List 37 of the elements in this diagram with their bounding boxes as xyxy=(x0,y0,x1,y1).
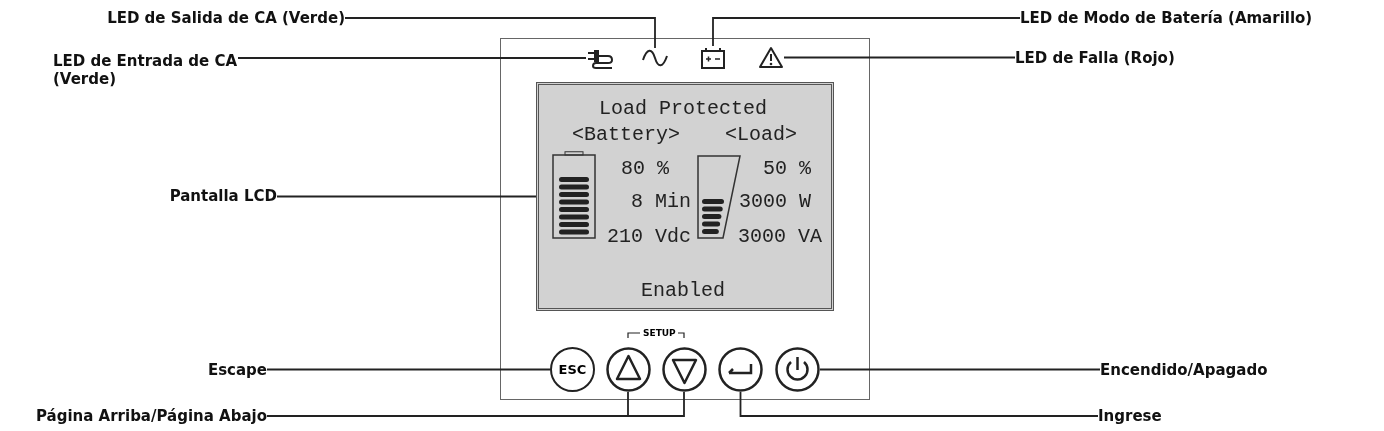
power-button xyxy=(775,347,820,392)
sine-wave-icon xyxy=(642,48,668,68)
callout-label: Ingrese xyxy=(1098,407,1162,425)
lcd-text: 80 % xyxy=(621,158,669,180)
lcd-text: 3000 VA xyxy=(738,226,822,248)
lcd-text: Load Protected xyxy=(599,98,767,120)
lcd-text: <Load> xyxy=(725,124,797,146)
callout-label: Encendido/Apagado xyxy=(1100,361,1268,379)
setup-label: SETUP xyxy=(641,328,678,338)
leader-line xyxy=(739,391,1099,417)
callout-label: LED de Entrada de CA (Verde) xyxy=(53,52,238,88)
leader-line xyxy=(783,56,1016,59)
leader-line xyxy=(276,195,537,198)
callout-label: LED de Modo de Batería (Amarillo) xyxy=(1020,9,1313,27)
callout-label: Escape xyxy=(207,361,267,379)
leader-line xyxy=(819,368,1101,371)
lcd-text: <Battery> xyxy=(572,124,680,146)
leader-line xyxy=(237,57,587,59)
lcd-text: 3000 W xyxy=(739,191,811,213)
leader-line xyxy=(712,17,1021,47)
lcd-screen xyxy=(536,82,834,311)
callout-label: Página Arriba/Página Abajo xyxy=(35,407,267,425)
battery-icon xyxy=(700,46,726,70)
callout-label: LED de Salida de CA (Verde) xyxy=(107,9,345,27)
up-button xyxy=(606,347,651,392)
callout-label: Pantalla LCD xyxy=(169,187,277,205)
lcd-text: Enabled xyxy=(641,280,725,302)
lcd-text: 50 % xyxy=(763,158,811,180)
enter-button xyxy=(718,347,763,392)
warning-icon xyxy=(758,46,784,69)
leader-line xyxy=(266,368,551,371)
down-button xyxy=(662,347,707,392)
callout-label: LED de Falla (Rojo) xyxy=(1015,49,1175,67)
lcd-text: 210 Vdc xyxy=(607,226,691,248)
lcd-text: 8 Min xyxy=(631,191,691,213)
leader-line xyxy=(344,17,656,49)
escape-button: ESC xyxy=(550,347,595,392)
